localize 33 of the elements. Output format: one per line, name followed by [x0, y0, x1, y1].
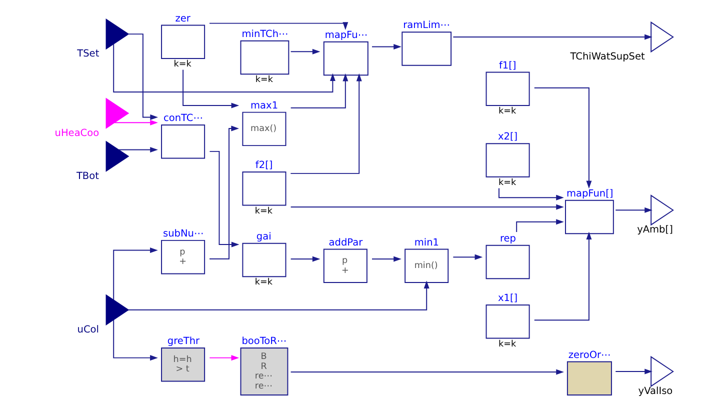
- node-label: yValIso: [638, 386, 672, 398]
- node-label: yAmb[]: [636, 224, 672, 236]
- node-label: f1[]: [498, 60, 516, 72]
- node-label: TSet: [76, 48, 99, 60]
- node-label: k=k: [173, 60, 191, 70]
- node-label: mapFu⋯: [324, 30, 368, 41]
- node-label: k=k: [254, 206, 272, 216]
- node-label: k=k: [498, 106, 516, 116]
- node-label: TChiWatSupSet: [570, 51, 644, 62]
- node-label: conTC⋯: [162, 113, 202, 124]
- node-label: subNu⋯: [162, 228, 204, 240]
- node-label: f2[]: [254, 160, 272, 172]
- node-label: ramLim⋯: [402, 20, 450, 32]
- node-label: TBot: [76, 170, 98, 182]
- node-label: addPar: [328, 237, 362, 248]
- node-label: uHeaCoo: [54, 128, 99, 139]
- node-label: zer: [174, 13, 190, 24]
- node-label: greThr: [166, 336, 200, 348]
- node-label: max1: [250, 100, 278, 112]
- node-label: mapFun[]: [566, 188, 613, 200]
- node-label: x1[]: [498, 293, 518, 304]
- node-label: gai: [256, 231, 271, 242]
- node-label: zeroOr⋯: [568, 350, 610, 361]
- node-label: rep: [499, 233, 516, 244]
- node-label: k=k: [254, 75, 272, 86]
- node-label: x2[]: [498, 132, 518, 143]
- node-label: min1: [414, 237, 439, 248]
- node-label: k=k: [254, 278, 272, 288]
- node-label: uCol: [76, 324, 99, 336]
- node-label: k=k: [498, 178, 516, 188]
- node-label: booToR⋯: [241, 336, 286, 348]
- node-label: minTCh⋯: [241, 28, 288, 40]
- node-label: k=k: [498, 339, 516, 350]
